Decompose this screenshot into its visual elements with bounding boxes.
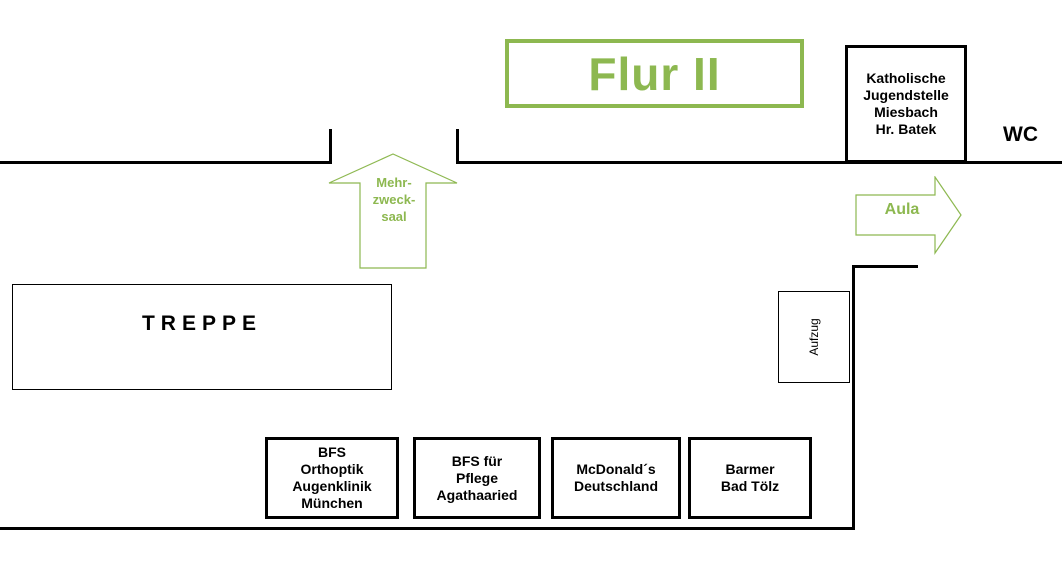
booth-barmer: Barmer Bad Tölz (688, 437, 812, 519)
booth-bfs-orthoptik: BFS Orthoptik Augenklinik München (265, 437, 399, 519)
wall-aula-stub (852, 265, 918, 268)
wall-door-left-post (329, 129, 332, 164)
stairs-label: TREPPE (141, 312, 263, 335)
wall-door-right-post (456, 129, 459, 164)
elevator-label: Aufzug (807, 318, 821, 356)
wall-right-vertical (852, 265, 855, 530)
wall-bottom (0, 527, 855, 530)
booth-bfs-pflege: BFS für Pflege Agathaaried (413, 437, 541, 519)
wall-top-right (456, 161, 1062, 164)
aula-label: Aula (884, 201, 920, 218)
wall-top-left (0, 161, 332, 164)
up-arrow-icon (328, 153, 458, 269)
right-arrow-icon (855, 176, 962, 255)
floor-title: Flur II (588, 47, 721, 100)
booth-mcdonalds: McDonald´s Deutschland (551, 437, 681, 519)
elevator-area: Aufzug (778, 291, 850, 383)
booth-katholische-jugendstelle: Katholische Jugendstelle Miesbach Hr. Ba… (845, 45, 967, 163)
mehrzwecksaal-label: Mehr- zweck- saal (372, 175, 416, 224)
wc-label: WC (1003, 123, 1038, 146)
stairs-area: TREPPE (12, 284, 392, 390)
floor-title-box: Flur II (505, 39, 804, 108)
